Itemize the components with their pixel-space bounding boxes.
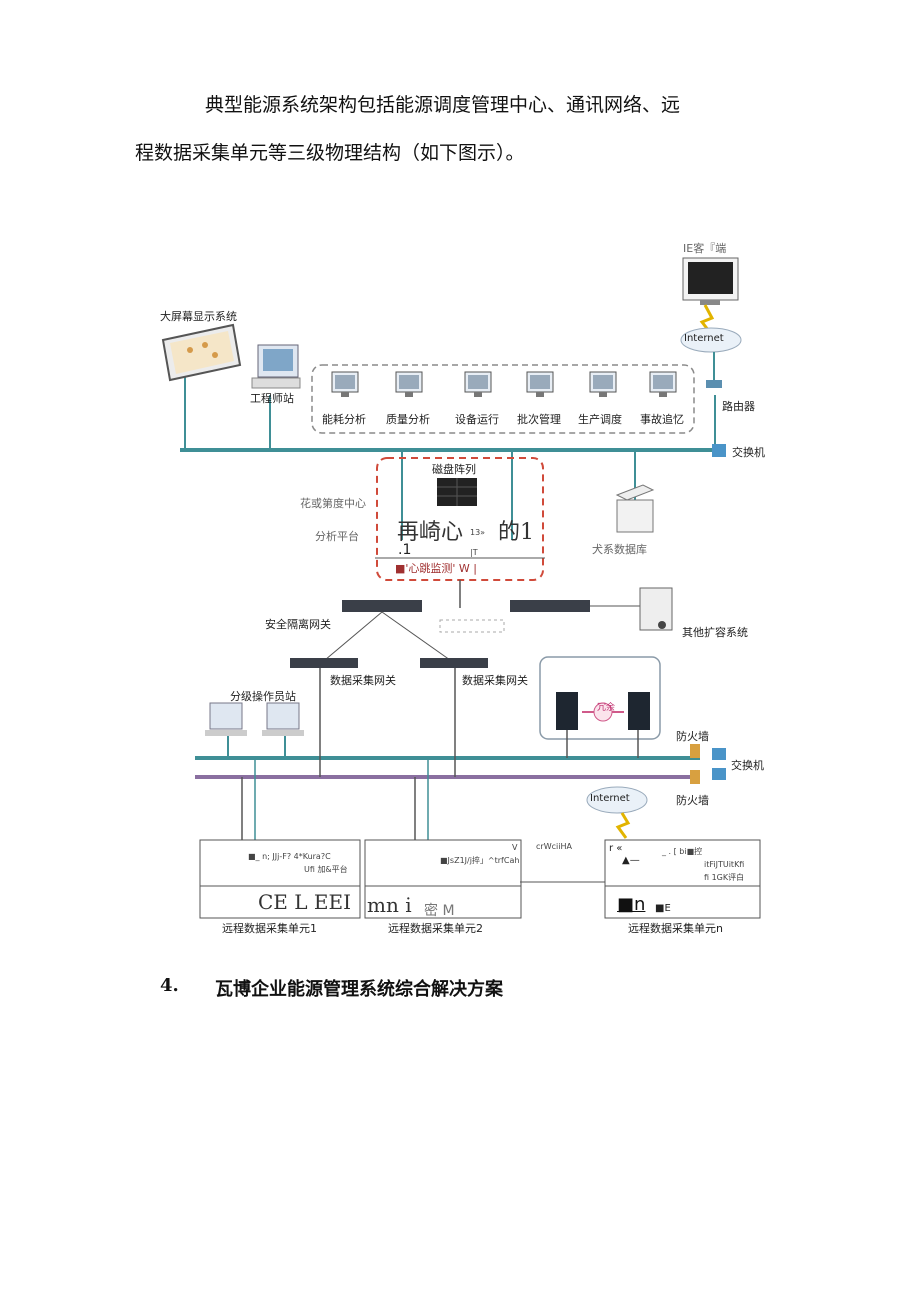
- module-monitors: [331, 371, 677, 397]
- unit-n-top-text: r «: [609, 843, 623, 854]
- collection-unit-n-box: [604, 839, 761, 919]
- garbled-text-1: 再崎心: [397, 520, 464, 545]
- server-left: [556, 692, 578, 730]
- collection-unit-2-box: [364, 839, 522, 919]
- redundant-label: 冗余: [597, 703, 616, 713]
- switch-top-label: 交换机: [732, 446, 765, 459]
- unit-n-big-text: ■n: [617, 894, 646, 915]
- internet-bottom-label: Internet: [590, 793, 630, 804]
- other-systems-label: 其他扩容系统: [682, 626, 748, 639]
- unit-n-line-2: ▲—: [622, 855, 640, 866]
- unit-2-label: 远程数据采集单元2: [388, 922, 483, 935]
- collection-gateway-2: [420, 658, 488, 668]
- center-label: 花或第度中心: [300, 497, 366, 510]
- unit-1-label: 远程数据采集单元1: [222, 922, 317, 935]
- unit-n-line-4: fi 1GK评白: [704, 873, 745, 882]
- garbled-text-2: 13»: [470, 528, 486, 537]
- router-icon: [706, 352, 722, 388]
- collection-gateway-1: [290, 658, 358, 668]
- crwcii-text: crWciiHA: [536, 842, 572, 851]
- firewall-icon-2: [690, 770, 700, 784]
- unit-2-top-text: ■JsZ1J/j捽」^trfCah: [440, 856, 520, 865]
- unit-2-big-text: mn i: [367, 893, 412, 917]
- module-group-box: [311, 364, 695, 434]
- internet-top-label: Internet: [684, 333, 724, 344]
- section-number: 4.: [160, 975, 179, 996]
- security-gateway-label: 安全隔离网关: [265, 618, 331, 631]
- switch-bottom-label: 交换机: [731, 759, 764, 772]
- big-screen-label: 大屏幕显示系统: [160, 310, 237, 323]
- collection-unit-1-box: [199, 839, 361, 919]
- database-server-icon: [615, 484, 655, 533]
- server-right: [628, 692, 650, 730]
- database-label: 犬系数据库: [592, 543, 647, 556]
- operator-station-label: 分级操作员站: [230, 690, 296, 703]
- workstation-label: 工程师站: [250, 392, 294, 405]
- gateway-1-label: 数据采集网关: [330, 674, 396, 687]
- unit-n-line-1: _ . [ bi■控: [662, 847, 703, 856]
- firewall-2-label: 防火墙: [676, 794, 709, 807]
- router-label: 路由器: [722, 400, 755, 413]
- switch-icon-bottom: [712, 748, 726, 760]
- module-label-equipment: 设备运行: [455, 413, 499, 426]
- unit-2-corner-text: V: [512, 843, 518, 852]
- redundant-server-box: [539, 656, 661, 740]
- heartbeat-label: ■'心跳监测' W |: [395, 562, 478, 575]
- other-systems-server-icon: [639, 587, 673, 631]
- garbled-text-3: 的1: [498, 520, 534, 545]
- module-label-quality: 质量分析: [386, 413, 430, 426]
- disk-array-label: 磁盘阵列: [432, 463, 476, 476]
- firewall-1-label: 防火墙: [676, 730, 709, 743]
- unit-2-small-text: 密 M: [424, 903, 455, 919]
- paragraph-line-1: 典型能源系统架构包括能源调度管理中心、通讯网络、远: [205, 94, 681, 116]
- unit-n-label: 远程数据采集单元n: [628, 922, 723, 935]
- garbled-text-5: |T: [470, 548, 478, 557]
- workstation-icon: [251, 344, 301, 389]
- platform-label: 分析平台: [315, 530, 359, 543]
- unit-1-sub-text: Ufi 加&平台: [304, 865, 348, 874]
- garbled-text-4: .1: [398, 542, 412, 558]
- module-label-incident: 事故追忆: [640, 413, 684, 426]
- firewall-icon-1: [690, 744, 700, 758]
- unit-n-small-text: ■E: [655, 903, 671, 914]
- ie-client-label: IE客『端: [683, 242, 727, 255]
- gateway-2-label: 数据采集网关: [462, 674, 528, 687]
- switch-icon-top: [712, 444, 726, 457]
- section-title: 瓦博企业能源管理系统综合解决方案: [215, 979, 503, 1000]
- big-screen-icon: [161, 323, 242, 382]
- disk-array-icon: [437, 478, 477, 506]
- module-label-energy: 能耗分析: [322, 413, 366, 426]
- operator-station-icons: [205, 702, 304, 736]
- unit-1-top-text: ■_ n; JJj-F? 4*Kura?C: [248, 852, 331, 861]
- unit-1-big-text: CE L EEI: [258, 890, 351, 914]
- expansion-gateway-device: [510, 600, 590, 612]
- ie-client-monitor-icon: [682, 257, 739, 305]
- module-label-scheduling: 生产调度: [578, 413, 622, 426]
- security-gateway-device: [342, 600, 422, 612]
- paragraph-line-2: 程数据采集单元等三级物理结构（如下图示）。: [135, 142, 525, 164]
- unit-n-line-3: itFiJTUitKfi: [704, 860, 745, 869]
- module-label-batch: 批次管理: [517, 413, 561, 426]
